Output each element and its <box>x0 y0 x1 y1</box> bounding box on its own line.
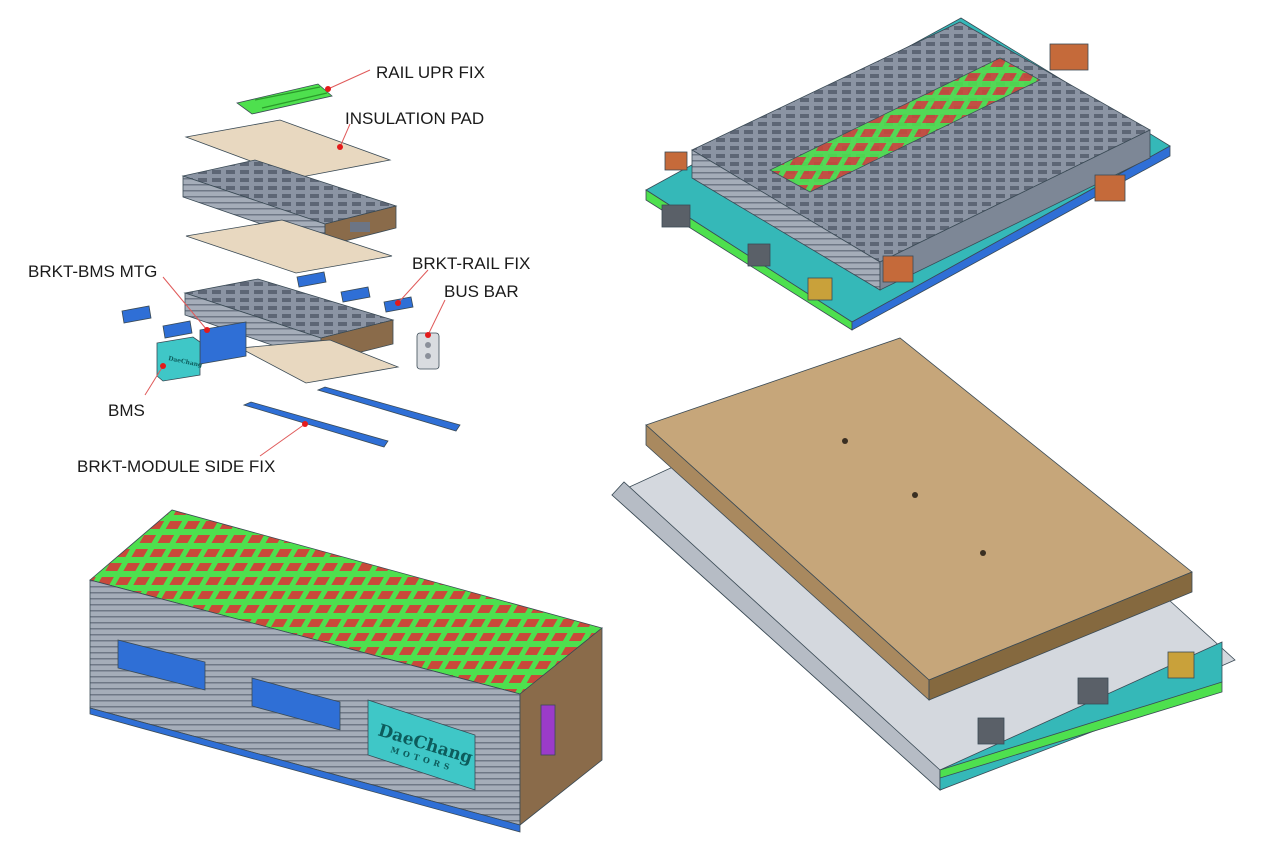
brkt-rail-fix-2 <box>340 286 371 303</box>
label-bms: BMS <box>108 401 145 420</box>
brkt-small-1 <box>121 305 152 324</box>
label-brkt-bms-mtg: BRKT-BMS MTG <box>28 262 157 281</box>
brkt-module-side-fix-2 <box>242 401 389 448</box>
bus-bar-part <box>416 332 440 370</box>
module-bus-bar <box>540 704 556 756</box>
exploded-view: DaeChang RAIL UPR FIX INSULATION PAD BRK… <box>28 63 530 476</box>
covered-connector-1 <box>1077 677 1109 705</box>
pack-assembly-open-view <box>645 17 1171 331</box>
pack-connector-2 <box>747 243 771 267</box>
label-bus-bar: BUS BAR <box>444 282 519 301</box>
pack-connector-1 <box>661 204 691 228</box>
brkt-small-2 <box>162 320 193 339</box>
pack-cover <box>645 337 1193 701</box>
pack-assembly-covered-view <box>611 337 1236 791</box>
pack-connector-3 <box>807 277 833 301</box>
copper-busbar-1 <box>1049 43 1089 71</box>
rail-upr-fix-part <box>236 83 333 115</box>
covered-connector-3 <box>977 717 1005 745</box>
module-brkt-2 <box>251 677 341 731</box>
module-brkt-1 <box>117 639 206 691</box>
copper-busbar-3 <box>882 255 914 283</box>
copper-busbar-4 <box>664 151 688 171</box>
brkt-rail-fix-1 <box>296 271 327 288</box>
label-rail-upr-fix: RAIL UPR FIX <box>376 63 485 82</box>
pack-rail-upr-fix <box>769 57 1041 193</box>
cover-hole-2 <box>912 492 918 498</box>
bms-part: DaeChang <box>156 336 204 382</box>
covered-connector-2 <box>1167 651 1195 679</box>
label-insulation-pad: INSULATION PAD <box>345 109 484 128</box>
insulation-pad-middle <box>185 219 393 274</box>
cover-hole-3 <box>980 550 986 556</box>
cover-hole-1 <box>842 438 848 444</box>
module-assembled-view: DaeChang MOTORS <box>89 509 603 833</box>
brkt-module-side-fix-1 <box>316 386 461 432</box>
insulation-pad-lower <box>238 339 400 384</box>
copper-busbar-2 <box>1094 174 1126 202</box>
label-brkt-module-side-fix: BRKT-MODULE SIDE FIX <box>77 457 275 476</box>
label-brkt-rail-fix: BRKT-RAIL FIX <box>412 254 530 273</box>
